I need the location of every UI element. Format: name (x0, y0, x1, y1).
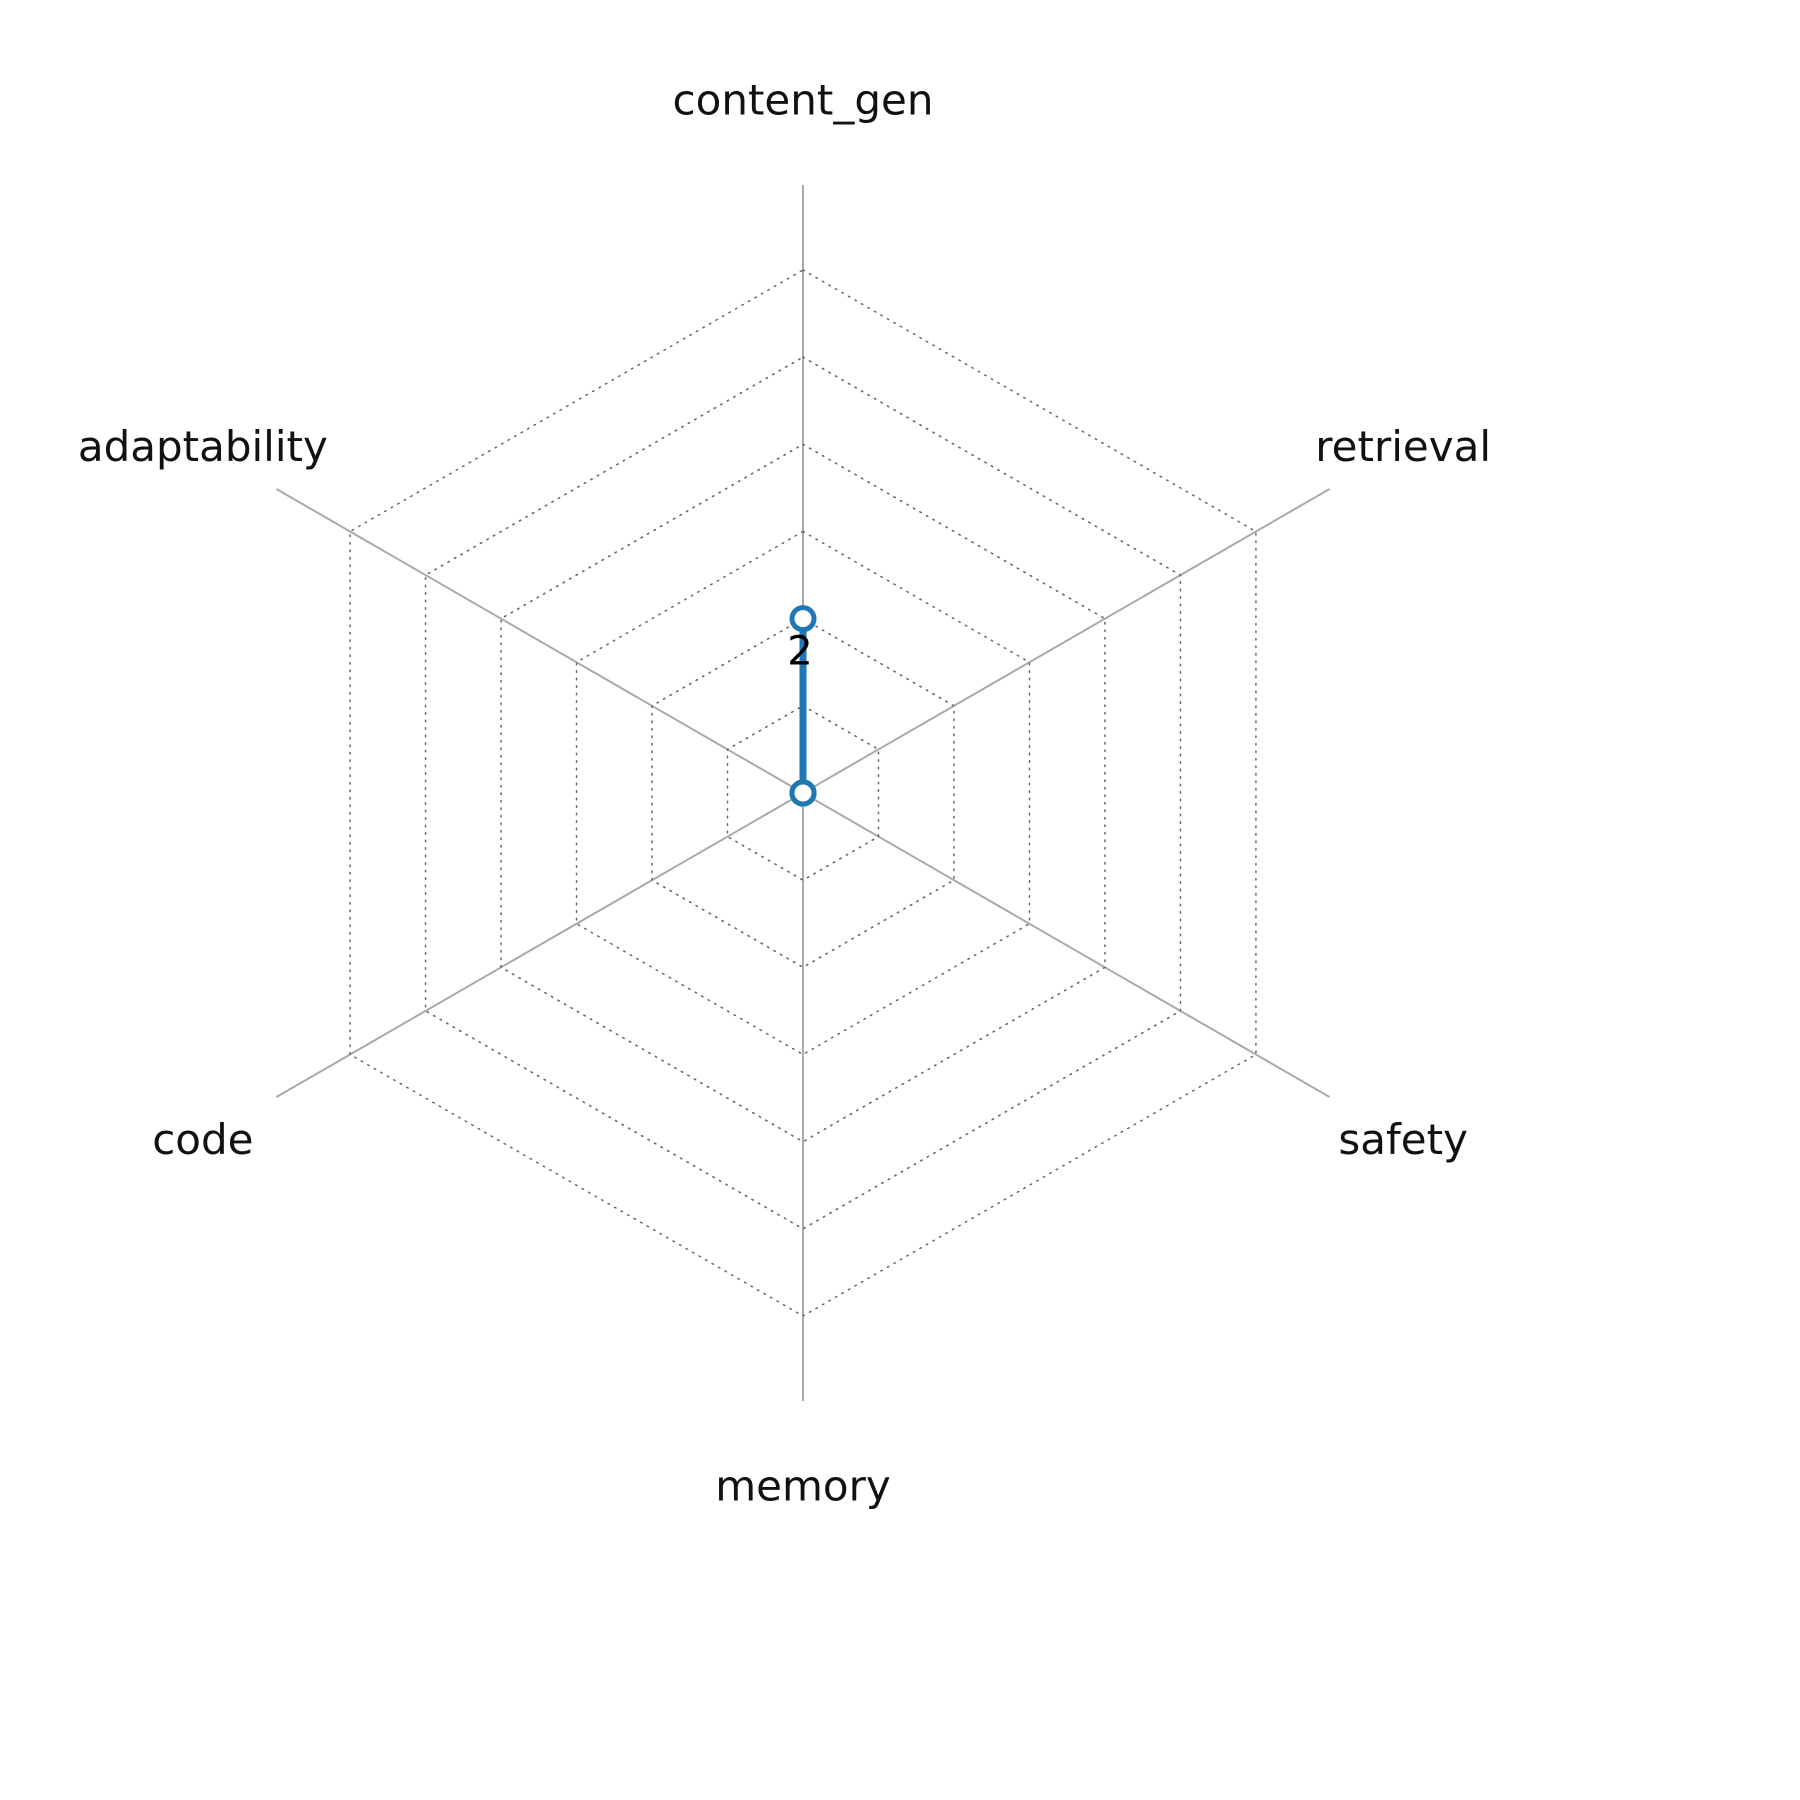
grid-ring (726, 704, 880, 882)
category-label-code: code (152, 1115, 253, 1164)
axis-line (802, 792, 1331, 1098)
grid-ring (651, 617, 955, 969)
category-label-adaptability: adaptability (78, 422, 328, 471)
grid-ring (424, 356, 1182, 1230)
category-label-retrieval: retrieval (1315, 422, 1491, 471)
axis-line (275, 488, 804, 794)
axis-line (802, 488, 1331, 794)
data-point-marker (789, 605, 817, 633)
axis-line (275, 792, 804, 1098)
data-point-marker (789, 779, 817, 807)
category-label-memory: memory (715, 1462, 891, 1511)
grid-ring (349, 269, 1257, 1317)
category-label-content_gen: content_gen (673, 76, 934, 125)
category-label-safety: safety (1338, 1115, 1468, 1164)
value-annotation: 2 (787, 629, 812, 675)
